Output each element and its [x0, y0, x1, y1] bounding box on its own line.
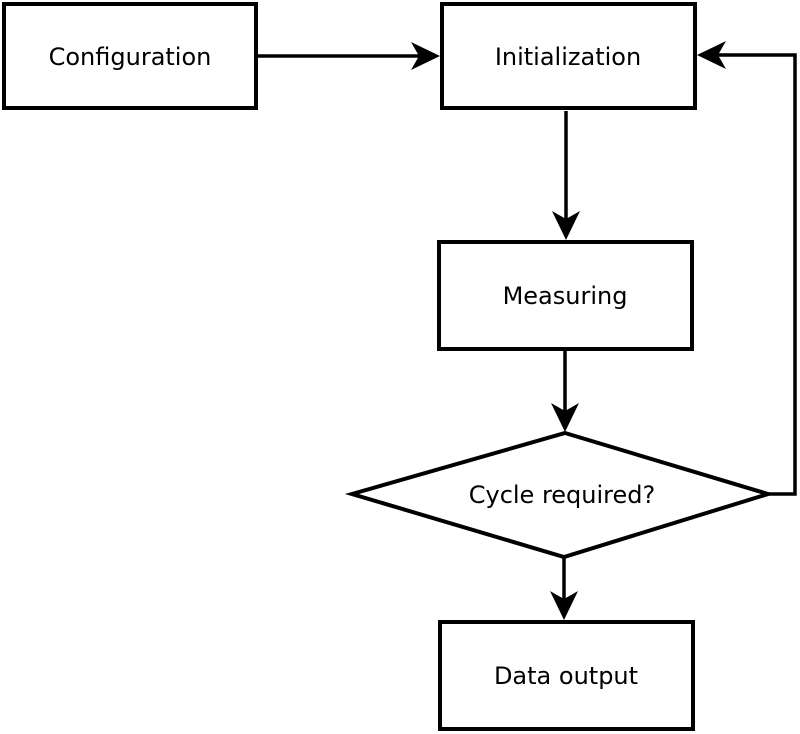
edge-cycle-required-to-initialization-loop	[697, 41, 797, 496]
node-measuring: Measuring	[437, 240, 694, 351]
edge-line-loop-back	[716, 53, 797, 496]
cycle-required-diamond	[344, 430, 775, 560]
node-initialization: Initialization	[440, 2, 697, 110]
data-output-box	[438, 620, 695, 731]
arrowhead-down-icon	[550, 591, 578, 620]
initialization-label: Initialization	[495, 43, 641, 71]
data-output-label: Data output	[494, 662, 638, 690]
measuring-label: Measuring	[503, 282, 628, 310]
configuration-label: Configuration	[49, 43, 212, 71]
initialization-box	[440, 2, 697, 110]
cycle-required-label: Cycle required?	[469, 481, 656, 509]
edge-cycle-required-to-data-output	[550, 558, 578, 620]
node-data-output: Data output	[438, 620, 695, 731]
configuration-box	[2, 2, 258, 110]
arrowhead-right-icon	[411, 42, 440, 70]
measuring-box	[437, 240, 694, 351]
node-cycle-required: Cycle required?	[344, 430, 775, 560]
node-configuration: Configuration	[2, 2, 258, 110]
arrowhead-down-icon	[552, 211, 580, 240]
arrowhead-left-icon	[697, 41, 726, 69]
edge-initialization-to-measuring	[552, 111, 580, 240]
edge-configuration-to-initialization	[258, 42, 440, 70]
arrowhead-down-icon	[551, 403, 579, 432]
edge-measuring-to-cycle-required	[551, 351, 579, 432]
